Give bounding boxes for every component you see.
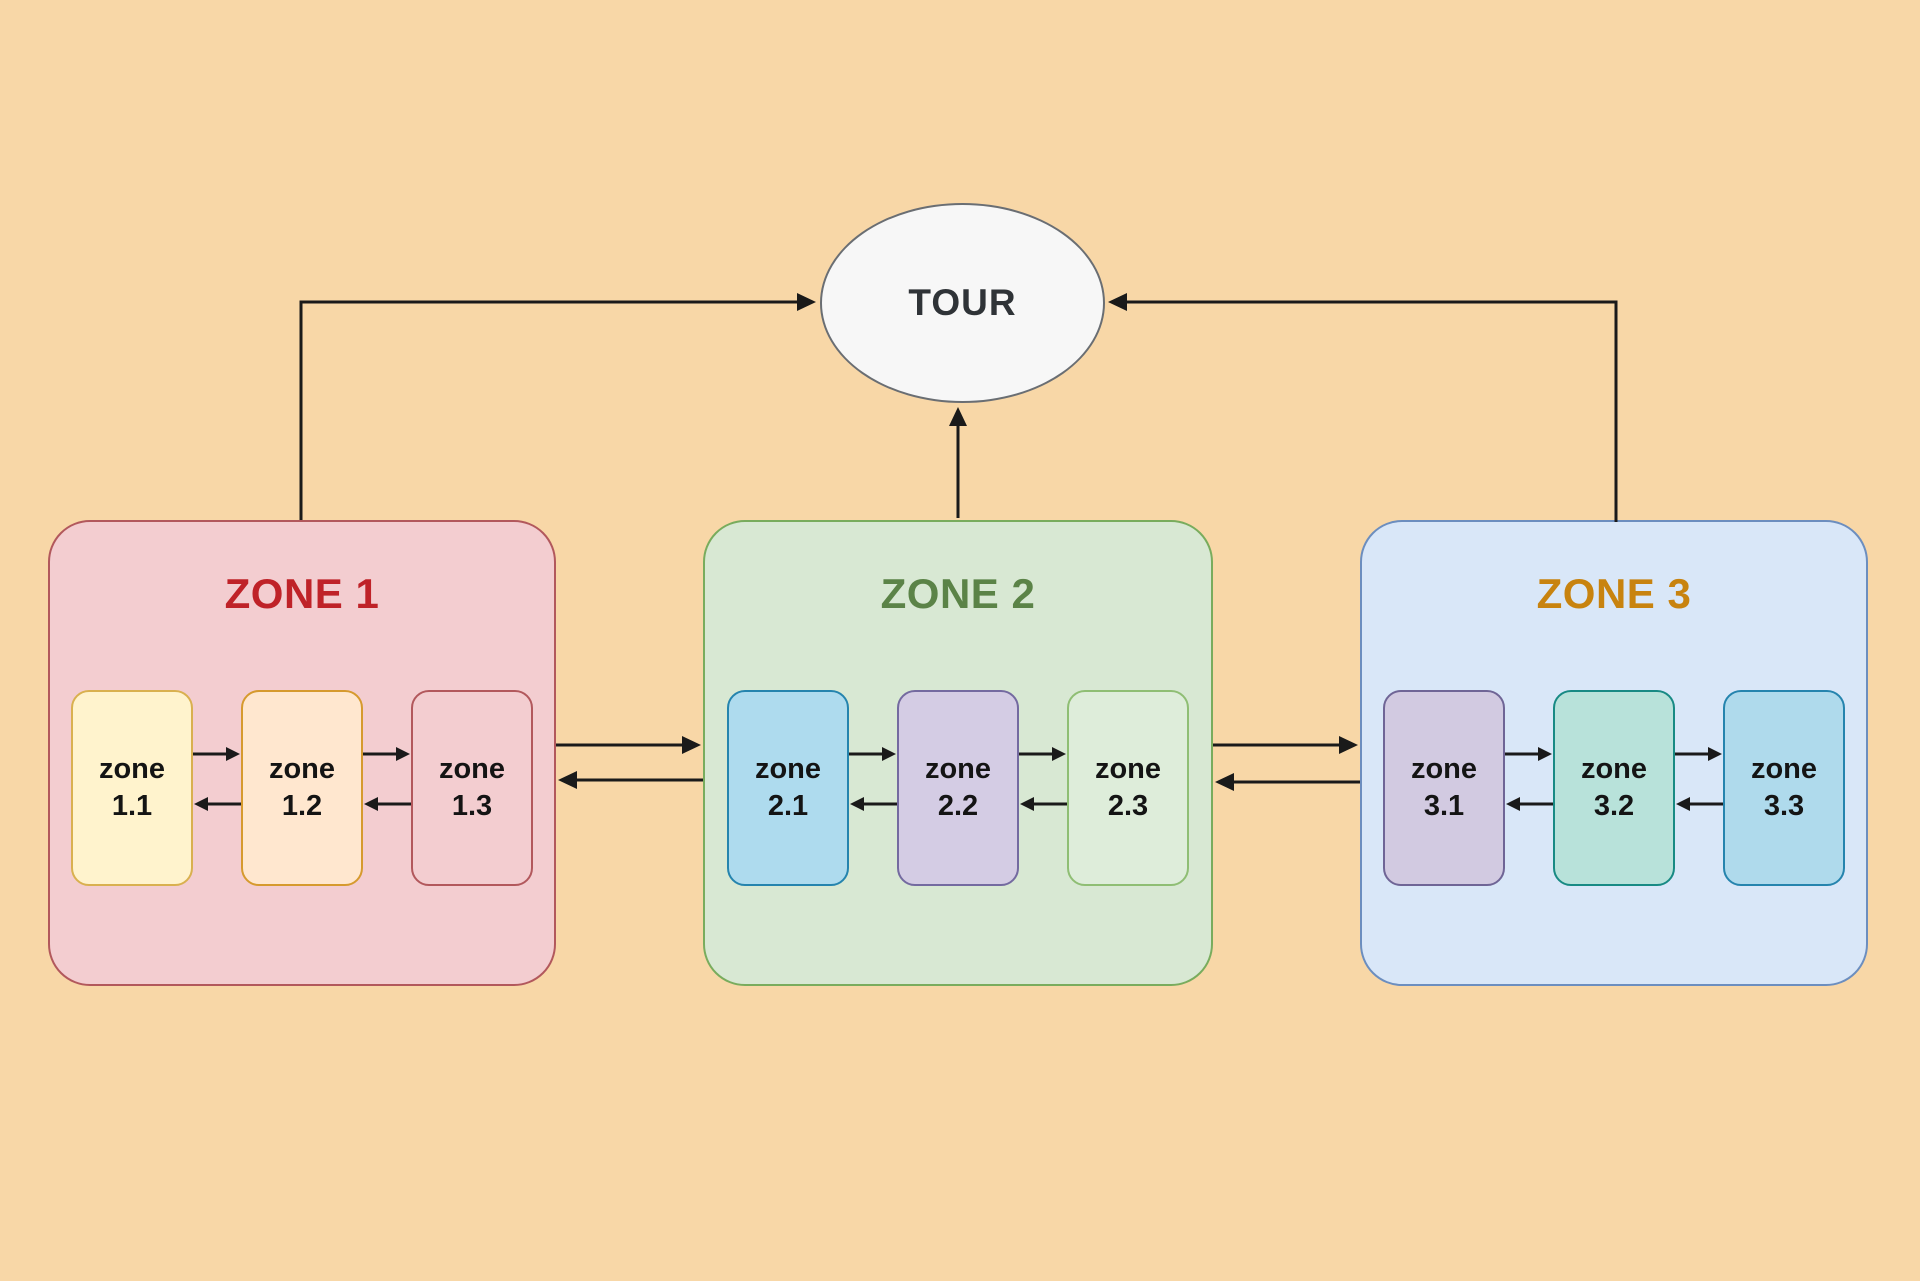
arrow-right-icon xyxy=(1675,747,1722,761)
arrow-pair xyxy=(1675,690,1723,886)
connector-zone2-zone3 xyxy=(1213,736,1358,754)
zone-panel-1: ZONE 1 zone 1.1 zone 1.2 zone 1.3 xyxy=(48,520,556,986)
zone-panel-2: ZONE 2 zone 2.1 zone 2.2 zone 2.3 xyxy=(703,520,1213,986)
connector-zone3-tour xyxy=(1108,293,1618,522)
subzone-box: zone 1.3 xyxy=(411,690,533,886)
arrow-right-icon xyxy=(849,747,896,761)
subzone-label: zone 3.3 xyxy=(1750,752,1818,822)
subzone-row: zone 2.1 zone 2.2 zone 2.3 xyxy=(705,690,1211,886)
subzone-box: zone 1.1 xyxy=(71,690,193,886)
connector-zone1-tour xyxy=(299,293,816,520)
subzone-box: zone 3.2 xyxy=(1553,690,1675,886)
subzone-box: zone 1.2 xyxy=(241,690,363,886)
subzone-label: zone 1.2 xyxy=(268,752,336,822)
arrow-left-icon xyxy=(850,797,897,811)
subzone-label: zone 1.3 xyxy=(438,752,506,822)
arrow-pair xyxy=(193,690,241,886)
connector-zone3-zone2 xyxy=(1215,773,1360,791)
arrow-left-icon xyxy=(364,797,411,811)
subzone-label: zone 2.1 xyxy=(754,752,822,822)
arrow-right-icon xyxy=(363,747,410,761)
arrow-pair xyxy=(1505,690,1553,886)
arrow-left-icon xyxy=(1506,797,1553,811)
subzone-label: zone 2.2 xyxy=(924,752,992,822)
subzone-label: zone 3.1 xyxy=(1410,752,1478,822)
arrow-right-icon xyxy=(1505,747,1552,761)
arrow-left-icon xyxy=(1020,797,1067,811)
arrow-pair xyxy=(849,690,897,886)
zone-panel-3: ZONE 3 zone 3.1 zone 3.2 zone 3.3 xyxy=(1360,520,1868,986)
connector-zone2-zone1 xyxy=(558,771,703,789)
arrow-right-icon xyxy=(1019,747,1066,761)
tour-node: TOUR xyxy=(820,203,1105,403)
arrow-left-icon xyxy=(194,797,241,811)
zone-title: ZONE 3 xyxy=(1536,570,1692,617)
subzone-row: zone 1.1 zone 1.2 zone 1.3 xyxy=(50,690,554,886)
subzone-label: zone 3.2 xyxy=(1580,752,1648,822)
arrow-pair xyxy=(363,690,411,886)
arrow-left-icon xyxy=(1676,797,1723,811)
tour-label: TOUR xyxy=(908,282,1017,323)
subzone-box: zone 3.3 xyxy=(1723,690,1845,886)
arrow-right-icon xyxy=(193,747,240,761)
subzone-row: zone 3.1 zone 3.2 zone 3.3 xyxy=(1362,690,1866,886)
arrow-pair xyxy=(1019,690,1067,886)
subzone-label: zone 1.1 xyxy=(98,752,166,822)
subzone-box: zone 3.1 xyxy=(1383,690,1505,886)
connector-zone2-tour xyxy=(949,407,967,518)
subzone-box: zone 2.2 xyxy=(897,690,1019,886)
connector-zone1-zone2 xyxy=(556,736,701,754)
zone-title: ZONE 1 xyxy=(224,570,380,617)
subzone-box: zone 2.3 xyxy=(1067,690,1189,886)
subzone-box: zone 2.1 xyxy=(727,690,849,886)
zone-title: ZONE 2 xyxy=(880,570,1036,617)
subzone-label: zone 2.3 xyxy=(1094,752,1162,822)
